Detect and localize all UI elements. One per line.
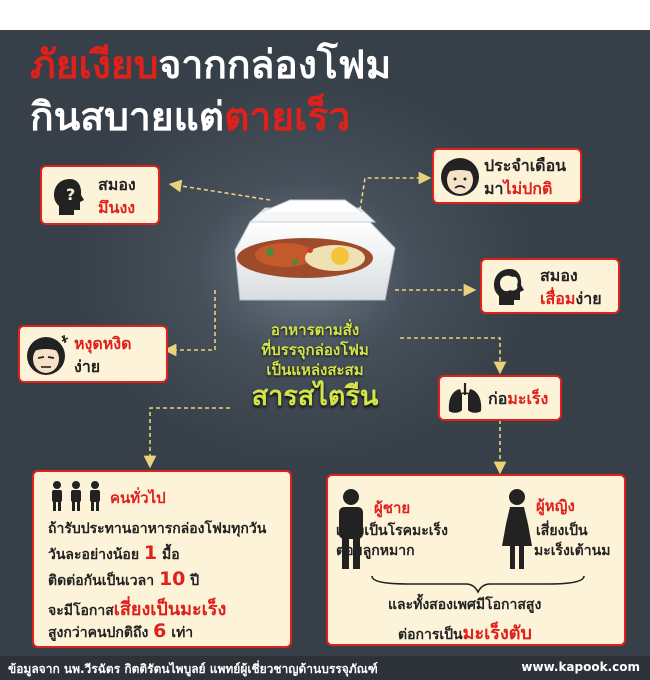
people-row-4-text: จะมีโอกาส [48,603,114,619]
svg-text:?: ? [66,185,75,204]
footer-site: www.kapook.com [521,660,640,674]
top-margin [0,0,650,30]
people-row-2-num: 1 [143,542,158,564]
people-row-2-unit: มื้อ [162,547,180,563]
head-question-icon: ? [54,179,84,215]
people-heading: คนทั่วไป [110,489,166,507]
female-line-2: มะเร็งเต้านม [534,543,611,559]
both-line-2-text: ต่อการเป็น [398,627,463,643]
both-line-2: ต่อการเป็นมะเร็งตับ [398,618,532,647]
male-line-2: ต่อมลูกหมาก [336,543,415,559]
arrow-people [143,407,230,469]
brain-degrade-line-2a: เสื่อม [540,289,576,308]
people-row-3: ติดต่อกันเป็นเวลา 10 ปี [48,568,199,592]
center-message: อาหารตามสั่ง ที่บรรจุกล่องโฟม เป็นแหล่งส… [220,320,410,414]
box-brain-dizzy: ? สมอง มึนงง [40,165,160,225]
arrow-irritable [163,290,216,357]
lungs-icon [448,383,482,413]
menstruation-text: ประจำเดือน มาไม่ปกติ [484,154,566,200]
box-gender: ผู้ชาย เสี่ยงเป็นโรคมะเร็ง ต่อมลูกหมาก ผ… [326,474,626,646]
brain-dizzy-line-2: มึนงง [98,198,136,217]
title-red-part-2: ตายเร็ว [224,95,351,140]
title-white-part-1: จากกล่องโฟม [158,43,392,88]
title-line-2: กินสบายแต่ตายเร็ว [30,86,350,148]
people-row-4: จะมีโอกาสเสี่ยงเป็นมะเร็ง [48,594,226,623]
brain-degrade-text: สมอง เสื่อมง่าย [540,264,602,310]
irritable-text: หงุดหงิด ง่าย [74,332,132,378]
female-figure-icon [502,489,532,569]
people-row-3-text: ติดต่อกันเป็นเวลา [48,573,155,589]
people-row-5: สูงกว่าคนปกติถึง 6 เท่า [48,620,193,644]
people-group-icon [52,481,100,511]
cancer-text: ก่อมะเร็ง [488,387,548,410]
brain-dizzy-line-1: สมอง [98,175,136,194]
arrow-menstruation [359,171,432,211]
title-red-part-1: ภัยเงียบ [30,43,159,88]
both-line-1: และทั้งสองเพศมีโอกาสสูง [388,597,542,613]
menstruation-line-1: ประจำเดือน [484,156,567,175]
box-general-people: คนทั่วไป ถ้ารับประทานอาหารกล่องโฟมทุกวัน… [32,470,292,648]
female-line-1: เสี่ยงเป็น [536,523,588,539]
center-line-2: ที่บรรจุกล่องโฟม [261,341,369,359]
menstruation-line-2a: มา [484,179,504,198]
center-line-3: เป็นแหล่งสะสม [266,361,364,379]
box-cancer: ก่อมะเร็ง [438,375,562,421]
brace-divider [371,575,585,594]
brain-degrade-line-1: สมอง [540,266,578,285]
box-brain-degrade: สมอง เสื่อมง่าย [480,258,620,314]
people-row-3-unit: ปี [190,573,200,589]
irritable-line-2: ง่าย [74,357,101,376]
arrow-brain-dizzy [168,179,271,201]
title-white-part-2: กินสบายแต่ [30,95,225,140]
brain-dizzy-text: สมอง มึนงง [98,173,136,219]
arrow-cancer [400,337,507,375]
foam-box-illustration [234,199,396,301]
people-row-5-unit: เท่า [171,625,194,641]
both-line-2-red: มะเร็งตับ [462,623,532,644]
brain-degrade-line-2b: ง่าย [575,289,602,308]
head-brain-icon [494,269,524,305]
male-line-1: เสี่ยงเป็นโรคมะเร็ง [336,523,448,539]
box-irritable: หงุดหงิด ง่าย [18,325,168,383]
irritable-line-1: หงุดหงิด [74,334,132,353]
center-line-4-styrene: สารสไตรีน [251,381,379,412]
people-row-3-num: 10 [158,568,186,590]
title-line-1: ภัยเงียบจากกล่องโฟม [30,34,391,96]
male-figure-icon [339,489,363,569]
cancer-label-b: มะเร็ง [507,389,549,408]
box-menstruation: ประจำเดือน มาไม่ปกติ [432,148,582,204]
footer-source: ข้อมูลจาก นพ.วีรฉัตร กิตติรัตนไพบูลย์ แพ… [8,662,378,676]
male-label: ผู้ชาย [374,499,411,517]
people-row-2: วันละอย่างน้อย 1 มื้อ [48,542,180,566]
cancer-label-a: ก่อ [488,389,508,408]
female-label: ผู้หญิง [536,497,575,515]
center-line-1: อาหารตามสั่ง [270,321,360,339]
people-row-1: ถ้ารับประทานอาหารกล่องโฟมทุกวัน [48,521,267,537]
people-row-4-red: เสี่ยงเป็นมะเร็ง [113,599,227,620]
woman-frustrated-icon [27,334,69,375]
people-row-5-text: สูงกว่าคนปกติถึง [48,625,149,641]
footer: ข้อมูลจาก นพ.วีรฉัตร กิตติรัตนไพบูลย์ แพ… [0,656,650,680]
people-row-2-text: วันละอย่างน้อย [48,547,140,563]
people-row-5-num: 6 [153,620,167,642]
woman-upset-icon [441,158,479,196]
menstruation-line-2b: ไม่ปกติ [503,179,553,198]
